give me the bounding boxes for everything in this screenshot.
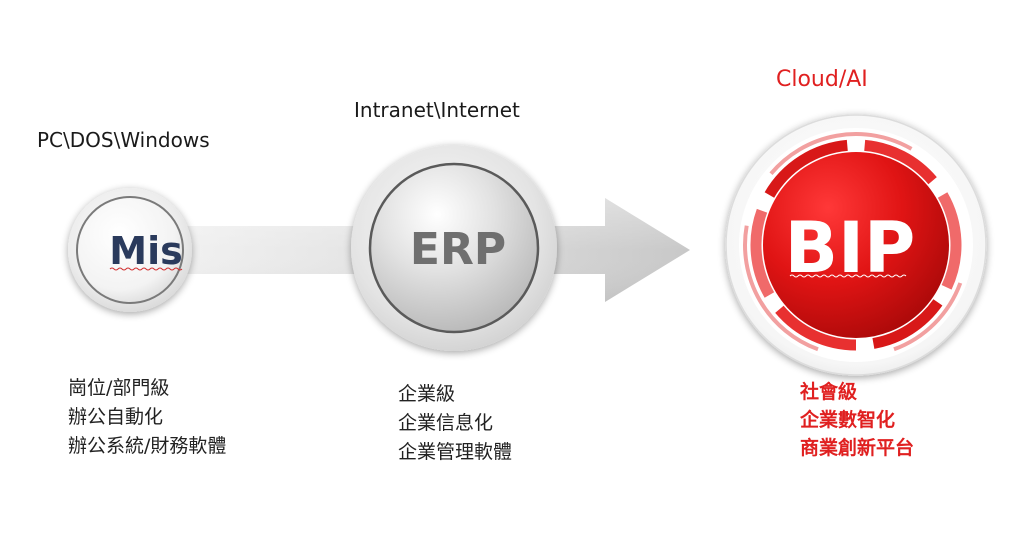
bip-ring-arc (775, 305, 857, 351)
mis-badge-text: Mis (109, 229, 182, 273)
erp-desc-line: 企業管理軟體 (398, 441, 513, 463)
bip-desc-line: 商業創新平台 (800, 437, 915, 459)
bip-ring-arc (769, 132, 913, 175)
mis-era-label: PC\DOS\Windows (37, 128, 210, 152)
mis-description: 崗位/部門級 辦公自動化 辦公系統/財務軟體 (68, 374, 226, 461)
mis-desc-line: 辦公系統/財務軟體 (68, 435, 227, 457)
erp-desc-line: 企業級 (398, 383, 456, 405)
bip-ring-arc (893, 282, 963, 352)
erp-desc-line: 企業信息化 (398, 412, 494, 434)
bip-era-label: Cloud/AI (776, 67, 868, 92)
bip-ring-arc (937, 192, 962, 290)
mis-desc-line: 辦公自動化 (68, 406, 164, 428)
erp-node: ERP (351, 145, 557, 351)
bip-ring-arc (750, 208, 775, 298)
spellcheck-underline (109, 267, 183, 271)
erp-badge-text: ERP (410, 224, 506, 275)
mis-node: Mis (68, 188, 192, 312)
erp-era-label: Intranet\Internet (354, 98, 520, 122)
bip-ring-arc (743, 225, 819, 352)
spellcheck-underline (789, 274, 907, 278)
bip-desc-line: 企業數智化 (800, 409, 896, 431)
bip-ring-arc (764, 139, 848, 198)
bip-desc-line: 社會級 (800, 381, 858, 403)
mis-desc-line: 崗位/部門級 (68, 377, 170, 399)
erp-description: 企業級 企業信息化 企業管理軟體 (398, 380, 512, 467)
bip-ring-arc (872, 299, 943, 349)
bip-description: 社會級 企業數智化 商業創新平台 (800, 378, 914, 462)
bip-ring-arc (864, 139, 937, 185)
bip-node: BIP (725, 114, 987, 376)
bip-ring-segments (743, 132, 963, 352)
